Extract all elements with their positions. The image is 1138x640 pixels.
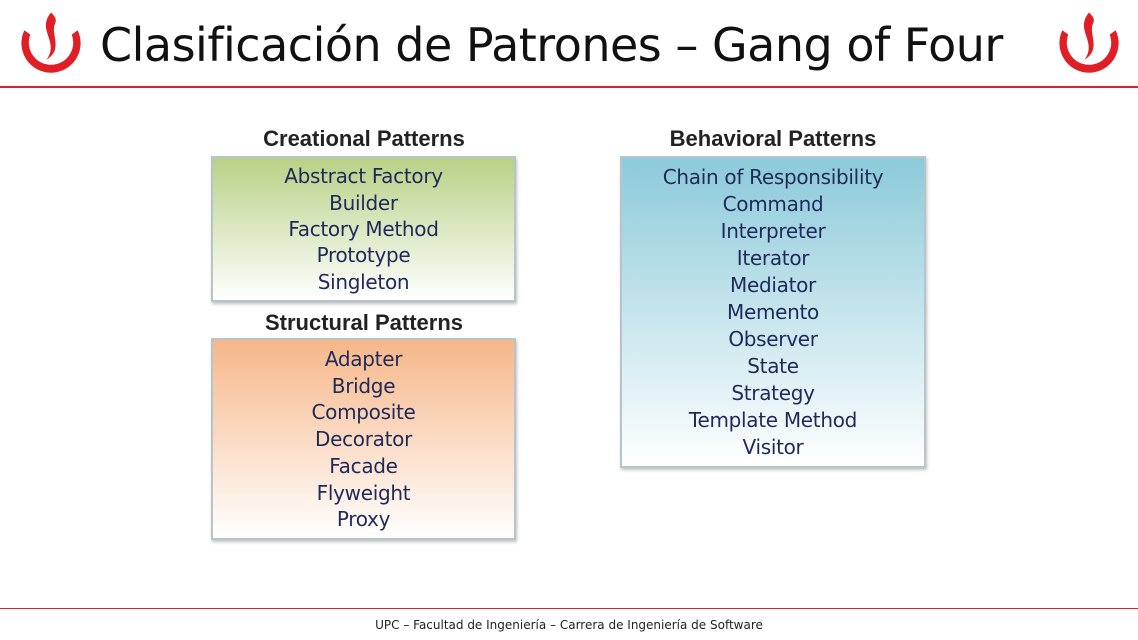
pattern-item: Prototype: [316, 243, 411, 268]
upc-logo-left: [21, 12, 81, 73]
pattern-item: Memento: [726, 300, 819, 324]
pattern-item: Singleton: [317, 269, 410, 294]
pattern-item: Iterator: [736, 246, 810, 270]
pattern-item: Factory Method: [288, 216, 439, 241]
pattern-item: Proxy: [336, 507, 391, 532]
pattern-item: Chain of Responsibility: [662, 165, 884, 189]
header-divider: [0, 86, 1138, 88]
behavioral-heading: Behavioral Patterns: [669, 126, 877, 151]
pattern-item: Decorator: [314, 427, 413, 451]
pattern-item: Facade: [329, 453, 398, 478]
creational-heading: Creational Patterns: [263, 126, 465, 151]
pattern-item: Builder: [329, 190, 398, 215]
footer-text: UPC – Facultad de Ingeniería – Carrera d…: [375, 618, 763, 632]
pattern-item: State: [747, 354, 799, 378]
pattern-item: Flyweight: [316, 480, 411, 505]
pattern-item: Bridge: [331, 373, 396, 398]
pattern-item: Interpreter: [720, 219, 826, 243]
pattern-item: Visitor: [742, 435, 804, 459]
pattern-item: Template Method: [688, 408, 858, 432]
page-title: Clasificación de Patrones – Gang of Four: [100, 18, 1003, 72]
pattern-item: Composite: [311, 400, 416, 425]
pattern-item: Strategy: [731, 381, 815, 405]
pattern-item: Mediator: [730, 273, 816, 297]
pattern-item: Command: [722, 192, 824, 216]
structural-heading: Structural Patterns: [264, 310, 464, 335]
footer-divider: [0, 608, 1138, 609]
pattern-item: Observer: [728, 327, 818, 351]
pattern-item: Abstract Factory: [284, 164, 443, 189]
pattern-item: Adapter: [324, 346, 403, 371]
upc-logo-right: [1059, 12, 1119, 73]
